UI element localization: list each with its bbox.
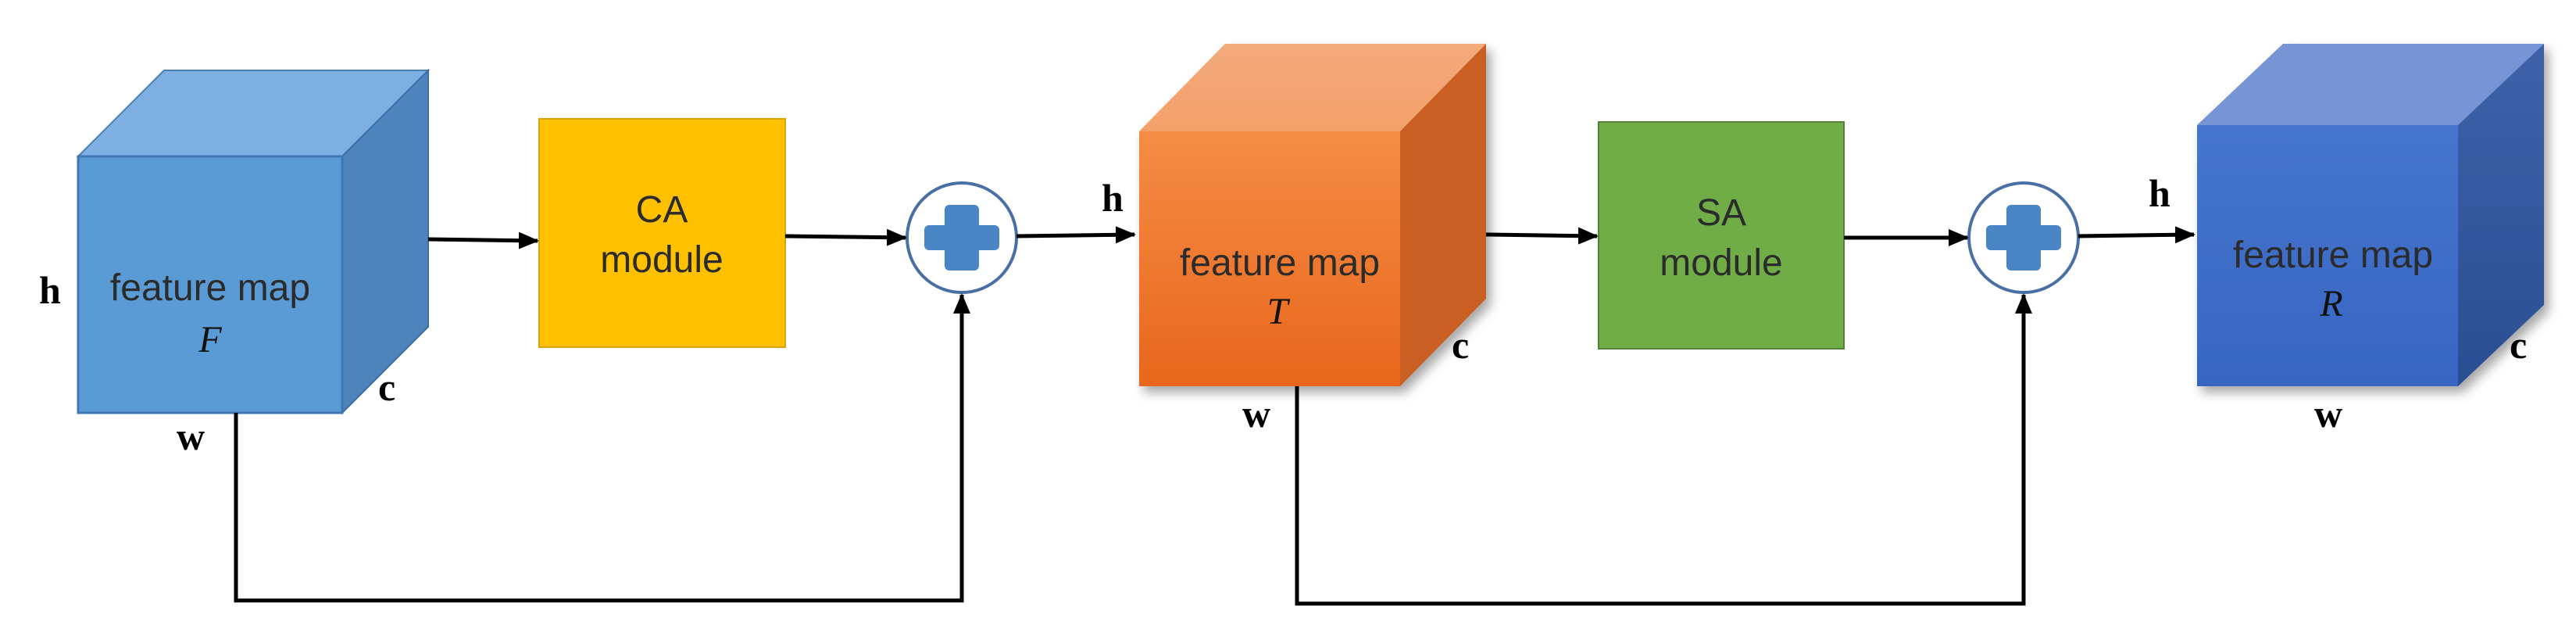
feature-map-r-channel-label: c — [2510, 323, 2527, 367]
sa-module-label-line1: SA — [1696, 192, 1746, 234]
plus-icon — [1986, 205, 2061, 271]
arrow-f-to-ca — [427, 231, 539, 249]
feature-map-r-title: feature map — [2233, 235, 2433, 276]
arrow-ca-to-plus-1 — [784, 228, 907, 246]
feature-map-f-title: feature map — [110, 267, 310, 309]
addition-operator-1 — [906, 181, 1018, 294]
cube-t-top-face — [1139, 44, 1486, 131]
feature-map-t-title: feature map — [1180, 242, 1380, 284]
skip-connection-t-to-plus-2 — [1295, 293, 2032, 606]
feature-map-f-height-label: h — [39, 268, 61, 312]
feature-map-t-height-label: h — [1102, 176, 1124, 220]
arrow-plus-2-to-r — [2078, 226, 2195, 244]
feature-map-f-width-label: w — [177, 414, 205, 458]
arrow-t-to-sa — [1485, 227, 1599, 245]
sa-module-label-line2: module — [1660, 242, 1782, 284]
skip-connection-f-to-plus-1 — [234, 293, 970, 603]
feature-map-t-symbol: T — [1267, 291, 1291, 332]
feature-map-f-cube: feature map F — [76, 68, 431, 415]
feature-map-t-cube — [1139, 44, 1486, 386]
feature-map-r-symbol: R — [2319, 283, 2342, 324]
ca-module-label-line1: CA — [636, 189, 688, 231]
feature-map-r-height-label: h — [2149, 171, 2170, 215]
cube-r-side-face — [2458, 44, 2544, 386]
ca-module-label-line2: module — [600, 239, 723, 281]
plus-icon — [924, 205, 999, 271]
feature-map-t-width-label: w — [1242, 392, 1270, 435]
sa-module-box — [1598, 121, 1845, 349]
addition-operator-2 — [1967, 181, 2080, 294]
arrow-plus-1-to-t — [1016, 226, 1136, 244]
feature-map-r-width-label: w — [2314, 392, 2342, 435]
cube-t-front-face — [1139, 131, 1400, 386]
cube-r-front-face — [2197, 125, 2458, 386]
feature-map-t-channel-label: c — [1452, 323, 1469, 367]
feature-map-f-channel-label: c — [378, 365, 395, 409]
cube-f-front-face — [77, 155, 344, 414]
cube-r-top-face — [2197, 44, 2544, 125]
cube-t-side-face — [1400, 44, 1486, 386]
feature-map-f-symbol: F — [198, 319, 222, 360]
ca-module-box — [538, 118, 786, 348]
feature-map-r-cube — [2197, 44, 2544, 386]
